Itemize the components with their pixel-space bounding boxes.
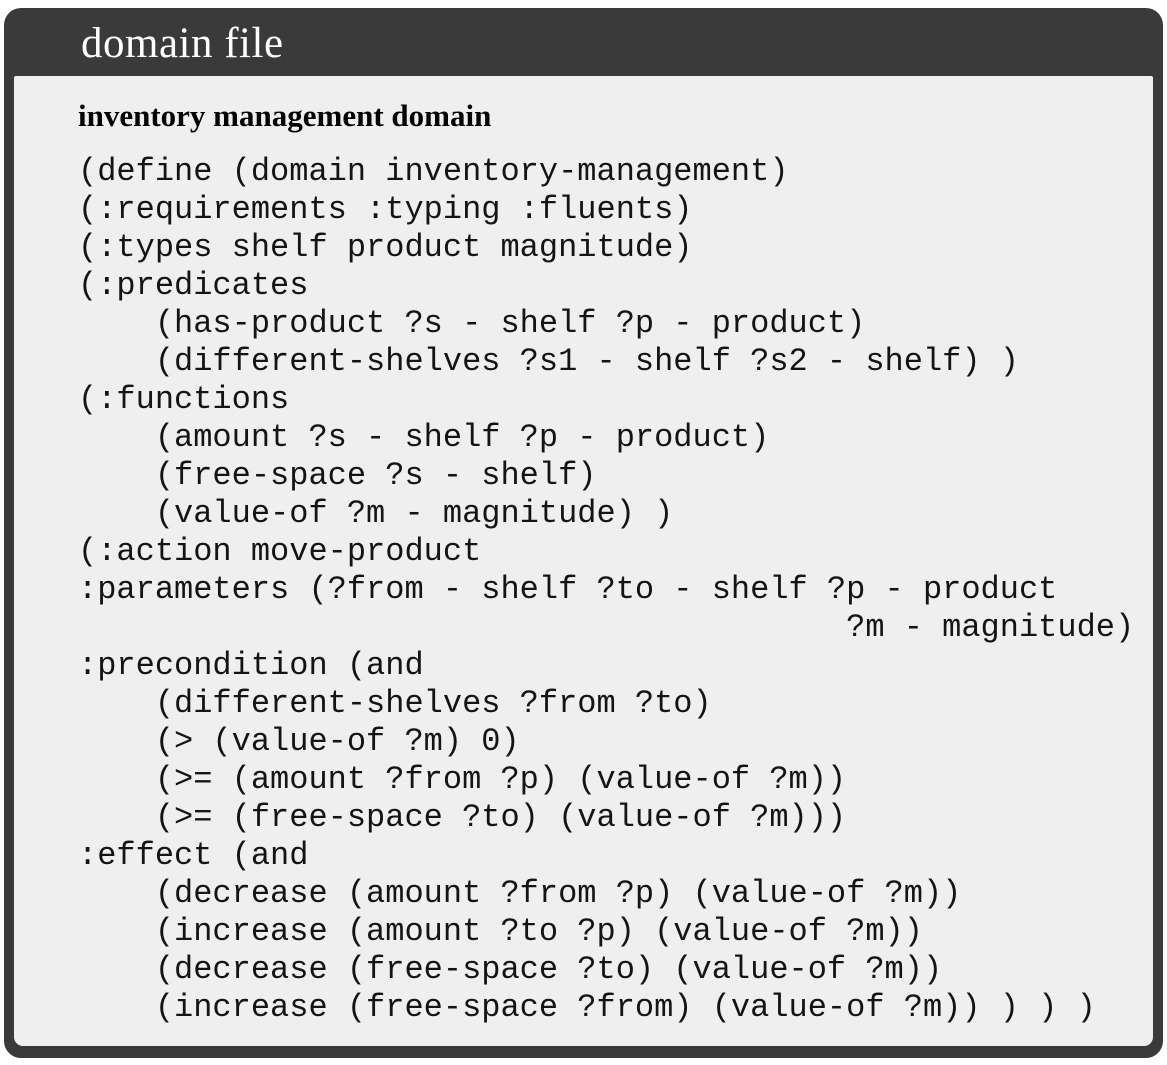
card-title: domain file bbox=[81, 19, 284, 67]
domain-subtitle: inventory management domain bbox=[78, 98, 492, 133]
domain-file-card: domain file inventory management domain … bbox=[4, 8, 1163, 1058]
pddl-code-listing: (define (domain inventory-management) (:… bbox=[78, 153, 1135, 1026]
card-header: domain file bbox=[4, 8, 1163, 76]
card-body: inventory management domain (define (dom… bbox=[14, 76, 1153, 1046]
